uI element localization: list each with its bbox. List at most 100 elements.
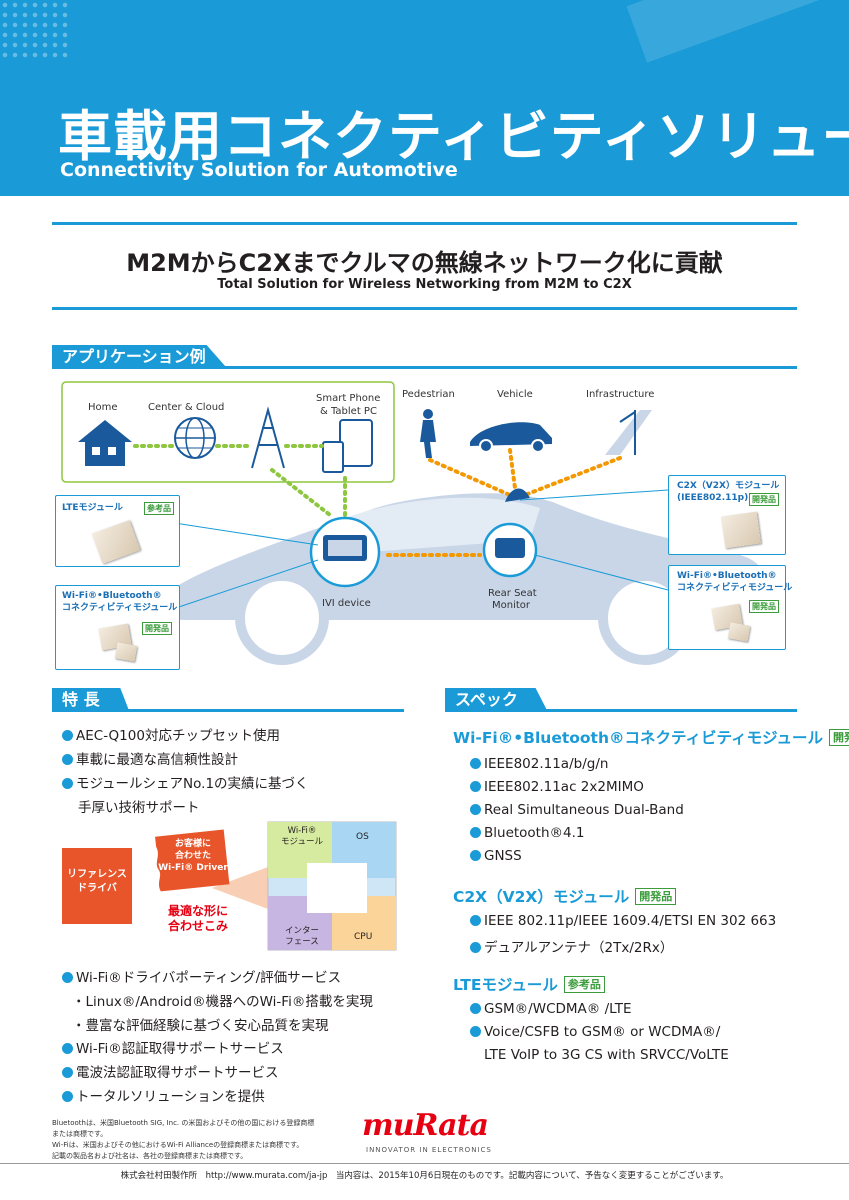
tagline-rule-top [52, 222, 797, 225]
wifi-right-badge: 開発品 [749, 600, 779, 613]
label-rear-2: Monitor [492, 600, 531, 611]
network-area-box [61, 381, 395, 483]
tagline-en: Total Solution for Wireless Networking f… [217, 277, 632, 292]
bullet-icon [62, 730, 73, 741]
label-cloud: Center & Cloud [148, 402, 224, 413]
c2x-label-2: (IEEE802.11p) [677, 493, 749, 503]
cloud-globe-icon [174, 417, 216, 459]
murata-logo: muRata [362, 1108, 489, 1143]
wifi-module-box-right: Wi-Fi®•Bluetooth® コネクティビティモジュール 開発品 [668, 565, 792, 650]
footer-divider [0, 1163, 849, 1164]
label-pedestrian: Pedestrian [402, 389, 455, 400]
bullet-icon [62, 1043, 73, 1054]
spec-c2x-item-1: IEEE 802.11p/IEEE 1609.4/ETSI EN 302 663 [470, 913, 776, 929]
c2x-badge: 開発品 [749, 493, 779, 506]
bullet-icon [470, 1026, 481, 1037]
puzzle-wifi-label: Wi-Fi®モジュール [281, 826, 323, 847]
cell-tower-icon [251, 406, 285, 469]
vehicle-icon [470, 422, 552, 453]
label-home: Home [88, 402, 118, 413]
spec-group-c2x-title: C2X（V2X）モジュール開発品 [453, 885, 677, 907]
c2x-chip-image [720, 511, 762, 549]
feature-item-3: モジュールシェアNo.1の実績に基づく [62, 772, 309, 792]
feature-item-3-cont: 手厚い技術サポート [78, 800, 200, 816]
puzzle-os-label: OS [356, 832, 369, 842]
murata-logo-tagline: INNOVATOR IN ELECTRONICS [366, 1146, 492, 1154]
wifi-left-label-1: Wi-Fi®•Bluetooth® [62, 591, 162, 601]
reference-driver-box [62, 848, 132, 924]
bullet-icon [470, 758, 481, 769]
label-phone-2: & Tablet PC [320, 406, 377, 417]
lte-module-box: LTEモジュール 参考品 [55, 495, 180, 567]
green-link-lines [133, 444, 347, 517]
feature-item-2: 車載に最適な高信頼性設計 [62, 748, 238, 768]
application-heading: アプリケーション例 [52, 345, 228, 369]
c2x-label-1: C2X（V2X）モジュール [677, 481, 780, 491]
label-vehicle: Vehicle [497, 389, 533, 400]
spec-lte-item-1: GSM®/WCDMA® /LTE [470, 1001, 632, 1017]
header-dot-pattern [0, 0, 70, 60]
label-phone-1: Smart Phone [316, 393, 380, 404]
page-subtitle: Connectivity Solution for Automotive [60, 159, 458, 181]
application-diagram: Home Center & Cloud Smart Phone & Tablet… [61, 381, 767, 665]
smartphone-tablet-icon [322, 419, 373, 473]
label-infrastructure: Infrastructure [586, 389, 654, 400]
feature-item-1: AEC-Q100対応チップセット使用 [62, 724, 280, 744]
c2x-module-box: C2X（V2X）モジュール (IEEE802.11p) 開発品 [668, 475, 786, 555]
footnote-4: 記載の製品名および社名は、各社の登録商標または商標です。 [52, 1152, 248, 1160]
bullet-icon [470, 942, 481, 953]
spec-wifi-item-4: Bluetooth®4.1 [470, 825, 585, 841]
module-connector-lines [154, 489, 669, 611]
wifi-left-chip-2 [114, 642, 138, 662]
ivi-device-icon [309, 516, 381, 588]
wifi-right-chip-2 [727, 622, 751, 642]
spec-c2x-item-2: デュアルアンテナ（2Tx/2Rx） [470, 936, 673, 956]
wifi-right-label-2: コネクティビティモジュール [677, 583, 793, 593]
wifi-left-label-2: コネクティビティモジュール [62, 603, 178, 613]
feature-item-7: トータルソリューションを提供 [62, 1085, 265, 1105]
lte-module-label: LTEモジュール [62, 503, 123, 513]
application-section-header: アプリケーション例 [52, 345, 797, 369]
spec-wifi-item-1: IEEE802.11a/b/g/n [470, 756, 608, 772]
features-heading: 特 長 [52, 688, 130, 712]
spec-lte-badge: 参考品 [563, 976, 605, 993]
header-stripe [626, 0, 849, 63]
footnote-2: または商標です。 [52, 1130, 108, 1138]
optimize-label: 最適な形に合わせこみ [167, 904, 228, 933]
lte-chip-image [91, 520, 141, 564]
lte-module-badge: 参考品 [144, 502, 174, 515]
spec-section-header: スペック [445, 688, 797, 712]
wifi-left-badge: 開発品 [142, 622, 172, 635]
spec-wifi-item-5: GNSS [470, 848, 522, 864]
infrastructure-icon [605, 410, 652, 455]
feature-item-6: 電波法認証取得サポートサービス [62, 1061, 279, 1081]
spec-lte-item-2: Voice/CSFB to GSM® or WCDMA®/ [470, 1024, 720, 1040]
spec-wifi-badge: 開発品 [829, 729, 849, 746]
feature-item-4: Wi-Fi®ドライバポーティング/評価サービス [62, 966, 341, 986]
bullet-icon [62, 1091, 73, 1102]
spec-heading: スペック [445, 688, 548, 712]
custom-driver-piece [155, 829, 230, 892]
bullet-icon [62, 778, 73, 789]
bullet-icon [470, 827, 481, 838]
tagline-rule-bottom [52, 307, 797, 310]
bullet-icon [62, 972, 73, 983]
feature-sub-1: ・Linux®/Android®機器へのWi-Fi®搭載を実現 [72, 994, 373, 1010]
page-title: 車載用コネクティビティソリューション [58, 105, 849, 168]
bullet-icon [470, 915, 481, 926]
reference-driver-label: リファレンスドライバ [67, 869, 127, 894]
bullet-icon [62, 754, 73, 765]
tagline-jp: M2MからC2Xまでクルマの無線ネットワーク化に貢献 [126, 249, 723, 277]
home-icon [78, 420, 132, 466]
bullet-icon [470, 1003, 481, 1014]
footnote-1: Bluetoothは、米国Bluetooth SIG, Inc. の米国およびそ… [52, 1119, 315, 1127]
header-banner: 車載用コネクティビティソリューション Connectivity Solution… [0, 0, 849, 196]
spec-c2x-badge: 開発品 [635, 888, 677, 905]
orange-link-lines [386, 448, 622, 557]
spec-wifi-item-2: IEEE802.11ac 2x2MIMO [470, 779, 644, 795]
feature-item-5: Wi-Fi®認証取得サポートサービス [62, 1037, 284, 1057]
features-section-header: 特 長 [52, 688, 404, 712]
puzzle-cpu-label: CPU [354, 932, 373, 942]
